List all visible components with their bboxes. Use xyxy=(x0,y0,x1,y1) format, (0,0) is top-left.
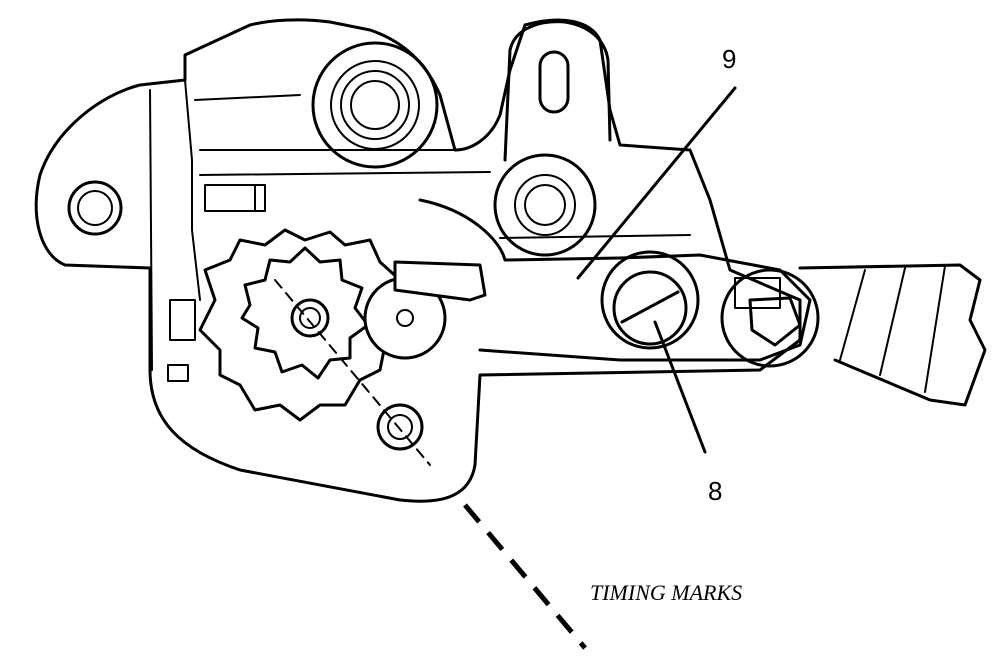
mid-bushing xyxy=(493,153,597,257)
link-pivot xyxy=(720,268,820,368)
callout-9-leader xyxy=(576,86,737,280)
callout-9-label: 9 xyxy=(722,44,736,74)
timing-marks-pointer xyxy=(463,503,587,650)
timing-reference-hole xyxy=(376,403,424,451)
upper-bushing xyxy=(311,41,439,169)
adjustment-slot xyxy=(538,50,570,114)
adjustment-screw xyxy=(600,250,700,350)
callout-8-leader xyxy=(653,320,707,454)
housing-plate xyxy=(34,18,802,503)
upper-bracket xyxy=(503,20,612,162)
pinion-gear xyxy=(240,246,370,380)
left-mounting-boss xyxy=(67,180,123,236)
timing-marks-caption: TIMING MARKS xyxy=(590,580,742,605)
lever-arm xyxy=(393,198,812,362)
lower-left-bracket xyxy=(167,299,196,382)
shaft-pin xyxy=(204,184,266,212)
idler-disc xyxy=(363,276,447,360)
flat-strap xyxy=(798,263,987,407)
callout-8-label: 8 xyxy=(708,476,722,506)
timing-alignment-line xyxy=(274,279,431,466)
